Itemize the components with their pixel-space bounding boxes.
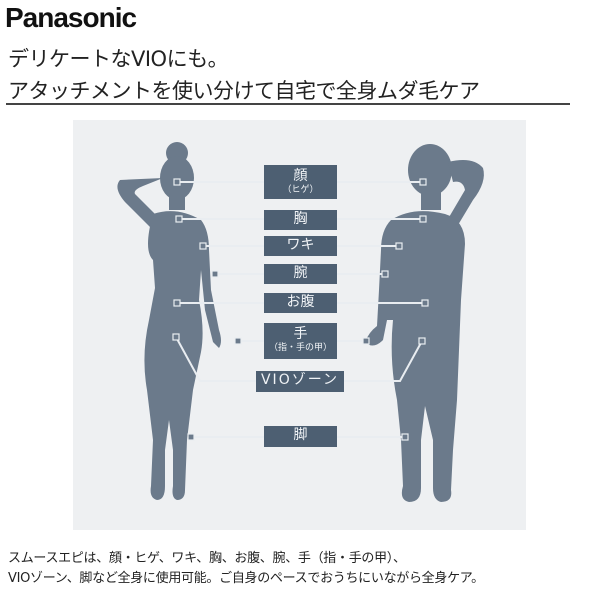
headline-line-1: デリケートなVIOにも。 (8, 47, 229, 71)
male-silhouette-icon (365, 144, 484, 502)
headline-divider (6, 103, 570, 105)
label-hand: 手 （指・手の甲） (264, 323, 337, 359)
connector-lines (175, 181, 425, 438)
point-markers (172, 178, 429, 441)
description-line-1: スムースエピは、顔・ヒゲ、ワキ、胸、お腹、腕、手（指・手の甲）、 (8, 551, 406, 566)
description-line-2: VIOゾーン、脚など全身に使用可能。ご自身のペースでおうちにいながら全身ケア。 (8, 571, 484, 586)
label-legs: 脚 (264, 426, 337, 447)
body-areas-figure: 顔 （ヒゲ） 胸 ワキ 腕 お腹 手 （指・手の甲） VIOゾーン 脚 (73, 120, 526, 530)
label-belly: お腹 (264, 293, 337, 313)
label-arm: 腕 (264, 264, 337, 284)
label-underarm: ワキ (264, 236, 337, 256)
body-silhouettes (117, 142, 484, 502)
female-silhouette-icon (117, 142, 221, 500)
label-face: 顔 （ヒゲ） (264, 165, 337, 199)
label-vio-zone: VIOゾーン (256, 371, 344, 392)
label-chest: 胸 (264, 210, 337, 230)
panasonic-logo: Panasonic (5, 2, 137, 33)
headline-line-2: アタッチメントを使い分けて自宅で全身ムダ毛ケア (8, 79, 480, 103)
